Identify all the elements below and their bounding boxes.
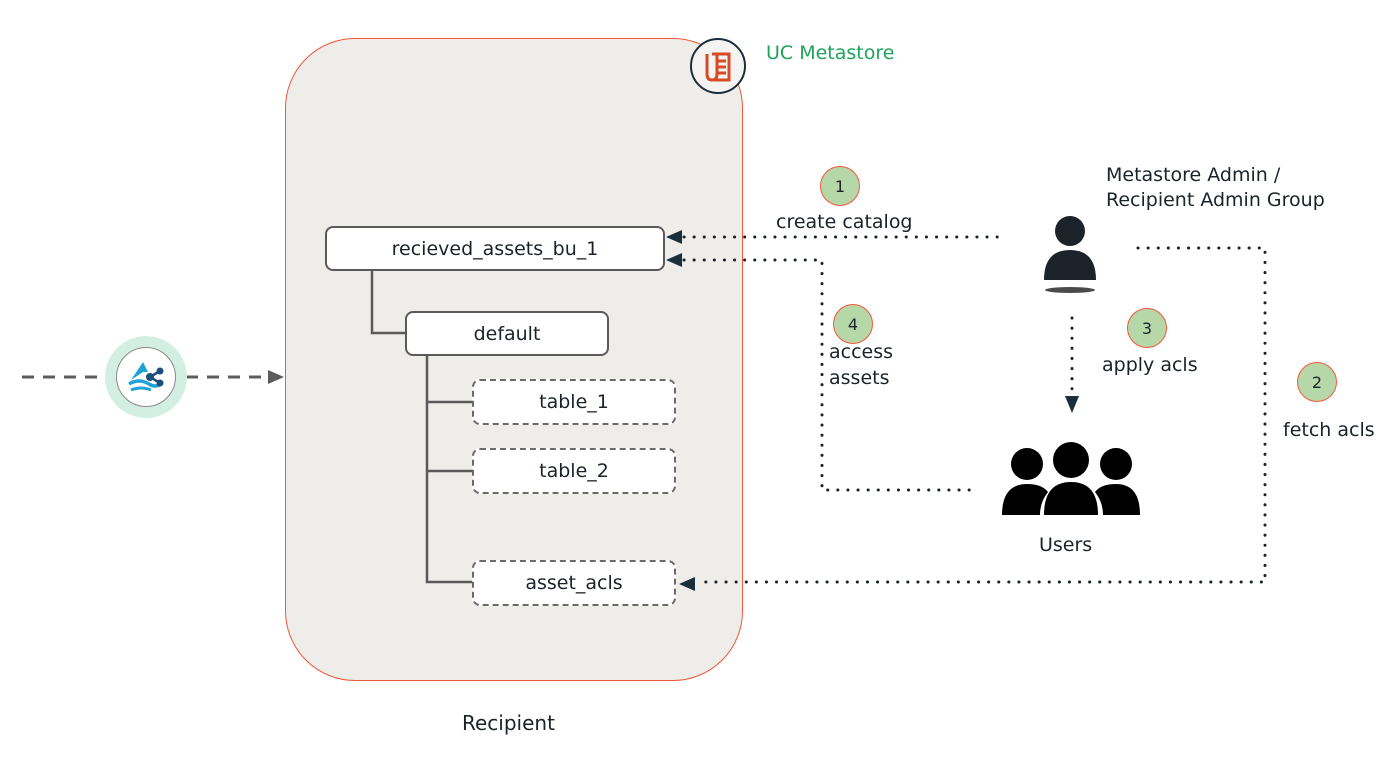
schema-node[interactable]: default [405, 311, 609, 356]
table-node[interactable]: table_1 [472, 379, 676, 425]
step-label-assets: assets [829, 367, 890, 389]
metastore-badge[interactable] [690, 38, 746, 94]
users-group-icon[interactable] [1000, 440, 1142, 518]
admin-label-line2: Recipient Admin Group [1106, 189, 1325, 211]
fetch-acls-connector [694, 246, 1267, 584]
step-badge-1: 1 [820, 166, 860, 206]
catalog-node[interactable]: recieved_assets_bu_1 [325, 226, 665, 271]
delta-sharing-icon [116, 347, 176, 407]
apply-acls-arrow-head [1065, 396, 1079, 413]
table-node[interactable]: asset_acls [472, 560, 676, 606]
create-catalog-arrow-head [666, 230, 682, 244]
tree-line-schema-trunk [425, 356, 473, 584]
tree-line-catalog-schema [370, 270, 406, 335]
fetch-acls-arrow-head [679, 577, 695, 591]
step-badge-3: 3 [1127, 308, 1167, 348]
share-arrow-head [268, 370, 284, 384]
metastore-title: UC Metastore [766, 42, 895, 64]
step-label-access: access [829, 341, 894, 363]
step-label-create-catalog: create catalog [776, 211, 913, 233]
step-label-fetch-acls: fetch acls [1283, 419, 1375, 441]
access-assets-arrow-head [666, 253, 682, 267]
recipient-label: Recipient [462, 711, 555, 735]
step-label-apply-acls: apply acls [1102, 354, 1198, 376]
access-assets-connector [682, 258, 980, 492]
user-icon[interactable] [1035, 210, 1109, 296]
users-label: Users [1039, 534, 1093, 556]
step-badge-2: 2 [1297, 362, 1337, 402]
unity-catalog-icon [705, 52, 731, 82]
step-badge-4: 4 [833, 304, 873, 344]
admin-label-line1: Metastore Admin / [1106, 164, 1281, 186]
table-node[interactable]: table_2 [472, 448, 676, 494]
delta-sharing-node[interactable] [105, 336, 187, 418]
